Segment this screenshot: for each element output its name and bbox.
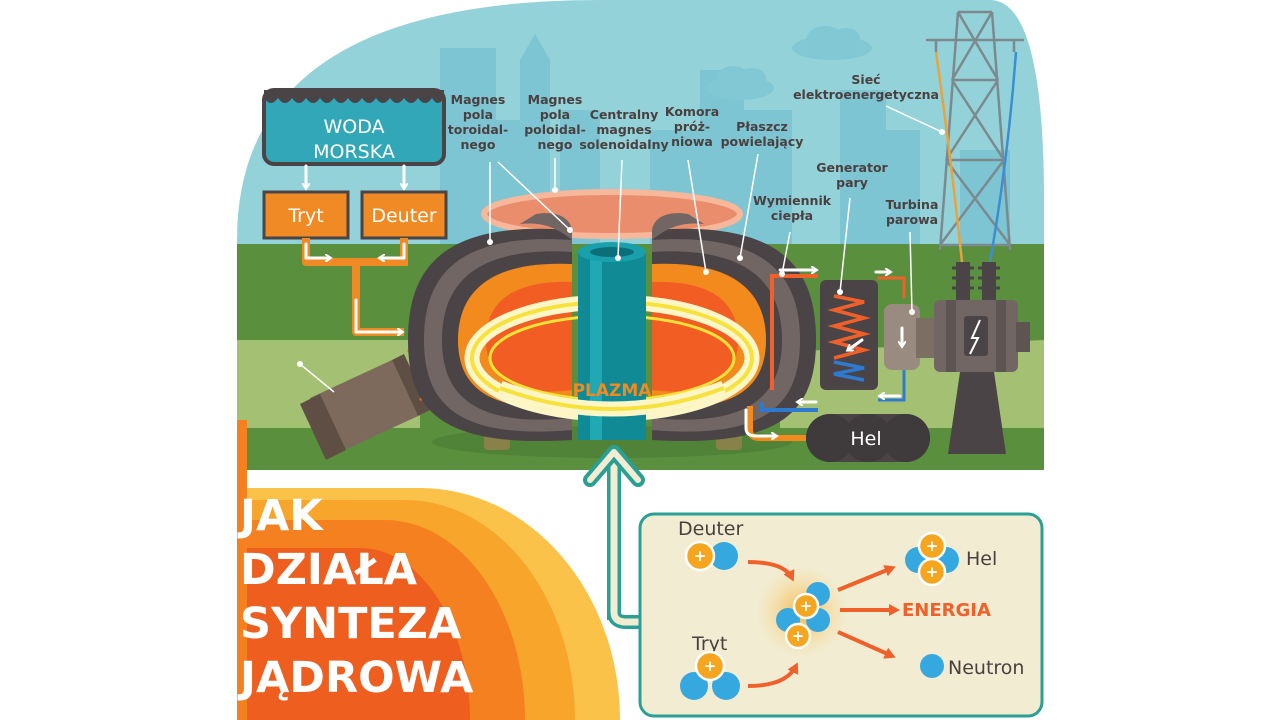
svg-text:Komora: Komora [665, 104, 719, 119]
reaction-helium-label: Hel [966, 548, 997, 570]
water-label-line2: MORSKA [313, 141, 395, 163]
helium-tank: Hel [806, 414, 930, 462]
helium-nucleus-icon: + + [905, 531, 959, 587]
svg-text:Turbina: Turbina [886, 197, 939, 212]
title-line-2: DZIAŁA [240, 545, 418, 595]
svg-text:nego: nego [538, 137, 573, 152]
fuel-arrow-reactor [354, 298, 402, 332]
page-title: JAK DZIAŁA SYNTEZA JĄDROWA [237, 491, 474, 703]
water-label-line1: WODA [323, 116, 384, 138]
tritium-arrow [747, 662, 799, 688]
leader-lines [297, 105, 945, 393]
svg-text:+: + [694, 547, 707, 565]
svg-text:Wymiennik: Wymiennik [753, 193, 832, 208]
svg-text:+: + [926, 537, 939, 555]
deuterium-arrow [747, 560, 795, 582]
svg-text:+: + [792, 627, 805, 645]
svg-text:pary: pary [836, 175, 868, 190]
clouds [706, 26, 872, 100]
svg-text:poloidal-: poloidal- [524, 122, 586, 137]
transmission-tower-icon [926, 10, 1024, 251]
reaction-deuterium-label: Deuter [678, 518, 744, 540]
reaction-neutron-label: Neutron [948, 657, 1024, 679]
condensate-pipe [878, 370, 906, 402]
svg-text:Sieć: Sieć [851, 72, 880, 87]
svg-text:ciepła: ciepła [771, 208, 813, 223]
title-line-4: JĄDROWA [237, 653, 474, 703]
label-blanket: Płaszcz powielający [721, 119, 804, 149]
label-central-solenoid: Centralny magnes solenoidalny [579, 107, 668, 152]
svg-text:niowa: niowa [671, 134, 713, 149]
deuterium-box-label: Deuter [371, 205, 437, 227]
svg-text:powielający: powielający [721, 134, 804, 149]
neutron-icon [920, 654, 944, 678]
tritium-box: Tryt [262, 190, 350, 240]
svg-text:elektroenergetyczna: elektroenergetyczna [793, 87, 939, 102]
hot-loop [770, 274, 818, 390]
power-line-blue [988, 51, 1018, 263]
reaction-tritium-label: Tryt [691, 633, 727, 655]
svg-text:Centralny: Centralny [590, 107, 658, 122]
label-heat-exchanger: Wymiennik ciepła [753, 193, 832, 223]
fuel-arrow-right [380, 242, 406, 258]
svg-text:pola: pola [463, 107, 493, 122]
svg-text:magnes: magnes [596, 122, 651, 137]
svg-text:nego: nego [461, 137, 496, 152]
svg-text:solenoidalny: solenoidalny [579, 137, 668, 152]
deuterium-box: Deuter [360, 190, 448, 240]
steam-turbine [884, 304, 938, 370]
helium-arrow [744, 408, 776, 436]
fused-nucleus-icon: + + [776, 582, 830, 650]
svg-text:Płaszcz: Płaszcz [736, 119, 788, 134]
steam-generator [820, 280, 878, 390]
neutron-out-arrow [837, 630, 896, 659]
sea-water-tank: WODA MORSKA [262, 88, 446, 166]
reaction-link-arrowhead [587, 449, 641, 483]
label-poloidal-magnet: Magnes pola poloidal- nego [524, 92, 586, 152]
svg-text:Magnes: Magnes [451, 92, 506, 107]
title-line-1: JAK [237, 491, 324, 541]
label-vacuum-chamber: Komora próż- niowa [665, 104, 719, 149]
label-power-grid: Sieć elektroenergetyczna [793, 72, 939, 102]
svg-text:+: + [800, 597, 813, 615]
title-decoration [237, 420, 620, 720]
svg-text:Magnes: Magnes [528, 92, 583, 107]
fuel-arrow-left [304, 242, 330, 258]
svg-text:+: + [926, 563, 939, 581]
svg-text:próż-: próż- [674, 119, 710, 134]
label-steam-turbine: Turbina parowa [886, 197, 939, 227]
svg-text:pola: pola [540, 107, 570, 122]
power-line-orange [934, 51, 964, 263]
helium-out-arrow [837, 565, 896, 592]
svg-text:+: + [704, 657, 717, 675]
cold-loop [760, 402, 818, 412]
tritium-nucleus-icon: + [680, 650, 740, 700]
tritium-box-label: Tryt [287, 205, 323, 227]
title-line-3: SYNTEZA [240, 599, 462, 649]
svg-text:toroidal-: toroidal- [448, 122, 508, 137]
svg-text:Generator: Generator [816, 160, 888, 175]
deuterium-nucleus-icon: + [684, 540, 738, 572]
helium-tank-label: Hel [850, 428, 881, 450]
reaction-energy-label: ENERGIA [902, 600, 991, 621]
reaction-panel: Deuter + Tryt + + + [638, 512, 1044, 718]
plasma-label: PLAZMA [573, 381, 653, 401]
tokamak-reactor: PLAZMA [408, 189, 816, 458]
svg-text:parowa: parowa [886, 212, 938, 227]
label-steam-generator: Generator pary [816, 160, 888, 190]
electric-generator [934, 262, 1030, 454]
label-toroidal-magnet: Magnes pola toroidal- nego [448, 92, 508, 152]
reaction-link-elbow [610, 611, 646, 626]
steam-pipe [878, 276, 906, 298]
